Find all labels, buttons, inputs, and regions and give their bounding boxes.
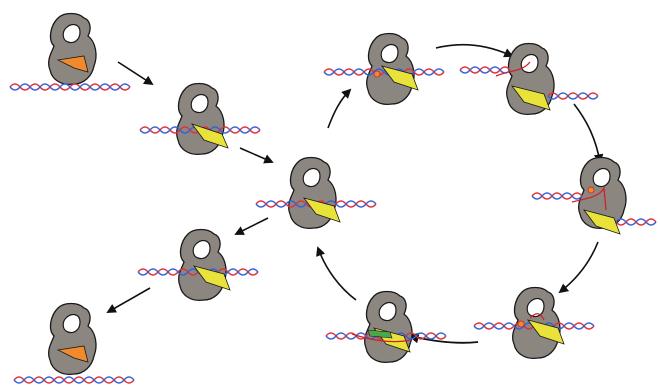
rna-strand: [571, 185, 607, 211]
arrow-9: [234, 217, 269, 235]
active-site-dot: [587, 186, 595, 194]
yellow-domain-icon: [380, 65, 419, 91]
state-release: [178, 228, 227, 302]
arrow-5: [573, 103, 604, 164]
state-free-enzyme-end: [48, 302, 97, 376]
arrow-1: [117, 61, 154, 86]
yellow-domain-icon: [302, 197, 341, 223]
arrow-6: [558, 241, 599, 294]
arrow-10: [106, 287, 151, 313]
dna-cycle-top-right-right: [547, 92, 599, 100]
yellow-domain-icon: [190, 123, 229, 149]
yellow-domain-icon: [526, 319, 565, 345]
rna-strand: [351, 333, 411, 343]
arrow-4: [435, 43, 514, 58]
orange-domain-icon: [56, 345, 89, 363]
green-domain-icon: [367, 329, 393, 339]
rna-strand: [495, 61, 531, 77]
arrow-3: [327, 88, 352, 129]
yellow-domain-icon: [582, 209, 621, 235]
active-site-dot: [517, 320, 525, 328]
arrow-2: [239, 147, 274, 164]
rna-strand: [529, 313, 545, 321]
yellow-domain-icon: [192, 265, 231, 291]
yellow-domain-icon: [511, 85, 551, 111]
dna-cycle-right-left: [531, 192, 583, 200]
active-site-dot: [373, 70, 381, 78]
dna-free-end: [13, 376, 135, 384]
state-cycle-bottom: [364, 290, 413, 364]
arrow-8: [316, 246, 357, 301]
state-free-enzyme-start: [48, 12, 97, 86]
dna-cycle-top-right-left: [459, 66, 511, 74]
orange-domain-icon: [56, 55, 89, 73]
